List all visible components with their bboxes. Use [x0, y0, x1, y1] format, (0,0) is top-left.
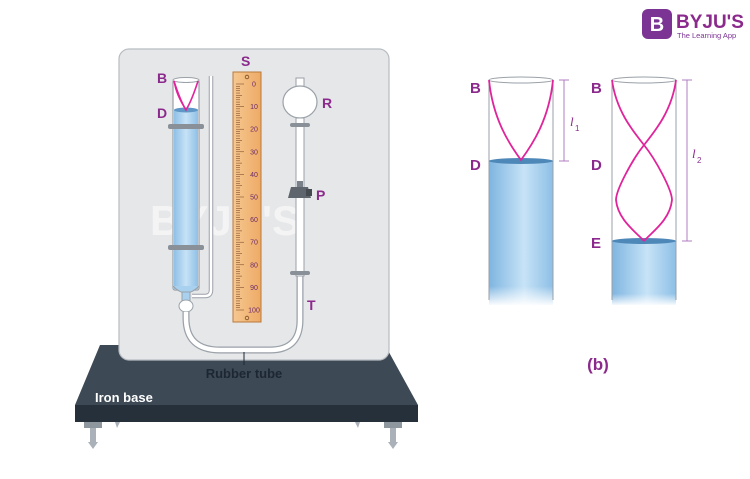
scale-number: 80 [250, 262, 258, 269]
scale-number: 50 [250, 195, 258, 202]
label-d-apparatus: D [157, 105, 167, 121]
leveling-screw-left [84, 422, 102, 449]
scale-ticks [236, 83, 244, 311]
scale-number: 30 [250, 149, 258, 156]
right-standing-wave-b [615, 79, 677, 242]
label-p-tap: P [316, 187, 325, 203]
right-standing-wave-a [611, 79, 673, 242]
reservoir [282, 77, 318, 277]
iron-base-label: Iron base [95, 390, 153, 405]
resonance-tube [168, 77, 204, 313]
clamp-lower [168, 245, 204, 250]
label-t-tube: T [307, 297, 316, 313]
label-b-right: B [591, 80, 602, 97]
label-l2-subscript: 2 [697, 156, 702, 165]
left-tube-mouth [488, 76, 554, 84]
left-standing-wave [488, 79, 554, 162]
scale-number: 0 [252, 82, 256, 89]
rubber-tube-label: Rubber tube [206, 366, 283, 381]
reservoir-bulb [282, 85, 318, 119]
scale-number: 60 [250, 217, 258, 224]
brand-logo: B BYJU'S The Learning App [642, 9, 744, 40]
label-d-right: D [591, 157, 602, 174]
label-d-left: D [470, 157, 481, 174]
meter-scale: 0 10 20 30 40 50 60 70 80 90 100 [232, 71, 262, 323]
label-r-reservoir: R [322, 95, 332, 111]
panel-b-caption: (b) [587, 355, 609, 374]
brand-name: BYJU'S [676, 12, 744, 33]
first-resonance-tube: B D l 1 [470, 76, 580, 306]
leveling-screw-right [384, 422, 402, 449]
scale-number: 100 [248, 308, 260, 315]
label-l1: l [570, 114, 574, 129]
logo-letter: B [650, 14, 664, 36]
scale-number: 90 [250, 285, 258, 292]
tap-p [288, 181, 312, 198]
second-resonance-tube: B D E l 2 [591, 76, 702, 306]
scale-number: 20 [250, 127, 258, 134]
logo-badge [642, 9, 672, 39]
scale-number: 70 [250, 240, 258, 247]
scale-number: 40 [250, 172, 258, 179]
label-b-left: B [470, 80, 481, 97]
scale-number: 10 [250, 104, 258, 111]
right-tube-mouth [611, 76, 677, 84]
brand-tagline: The Learning App [677, 31, 736, 40]
clamp-upper [168, 124, 204, 129]
label-s-scale: S [241, 53, 250, 69]
scale-numbers: 0 10 20 30 40 50 60 70 80 90 100 [248, 82, 260, 315]
label-e-right: E [591, 235, 601, 252]
label-l2: l [692, 146, 696, 161]
label-l1-subscript: 1 [575, 124, 580, 133]
tube-water [174, 110, 198, 289]
label-b-apparatus: B [157, 70, 167, 86]
base-front [75, 405, 418, 422]
